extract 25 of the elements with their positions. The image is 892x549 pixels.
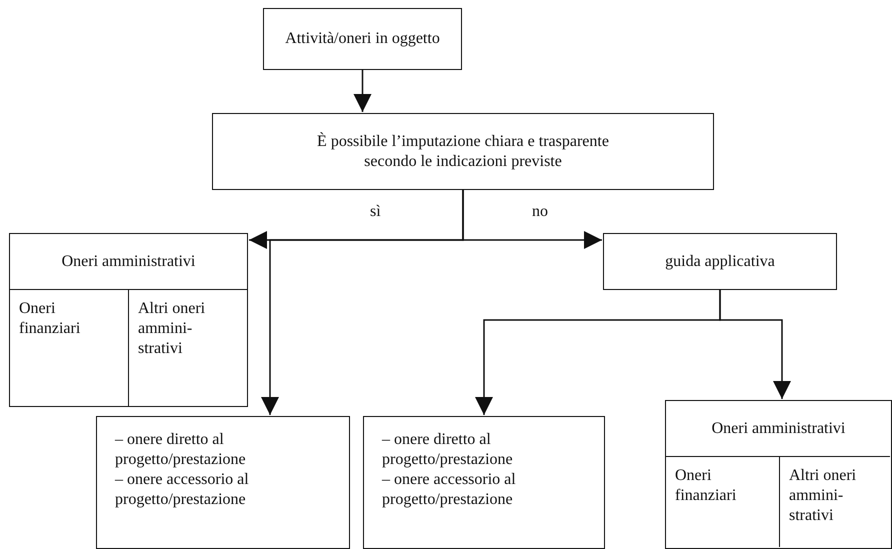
list-item: – onere diretto al progetto/prestazione (115, 430, 247, 470)
category-box (665, 400, 892, 549)
node-text: guida applicativa (664, 252, 776, 272)
node-text: Oneri amministrativi (710, 419, 846, 439)
arrow (719, 290, 791, 399)
node-text: Oneri amministrativi (60, 252, 196, 272)
category-cell (10, 289, 129, 406)
node-text: È possibile l’imputazione chiara e trasparente secondo le indicazioni previste (316, 132, 610, 172)
arrow (462, 190, 602, 249)
list-item: – onere accessorio al progetto/prestazione (382, 470, 517, 510)
node-text: Altri oneri ammini- strativi (789, 466, 858, 526)
category-cell (666, 456, 780, 547)
node-text: Altri oneri ammini- strativi (138, 299, 206, 359)
decision-box (212, 113, 714, 190)
arrow (354, 70, 372, 112)
list-item: – onere accessorio al progetto/prestazione (115, 470, 250, 510)
start-box (263, 8, 462, 70)
node-text: Oneri finanziari (675, 466, 738, 506)
result-box (363, 416, 605, 549)
list-item: – onere diretto al progetto/prestazione (382, 430, 514, 470)
result-box (96, 416, 350, 549)
node-text: Oneri finanziari (19, 299, 82, 339)
node-text: Attività/oneri in oggetto (284, 29, 441, 49)
process-box (603, 233, 837, 290)
category-box (9, 233, 248, 407)
